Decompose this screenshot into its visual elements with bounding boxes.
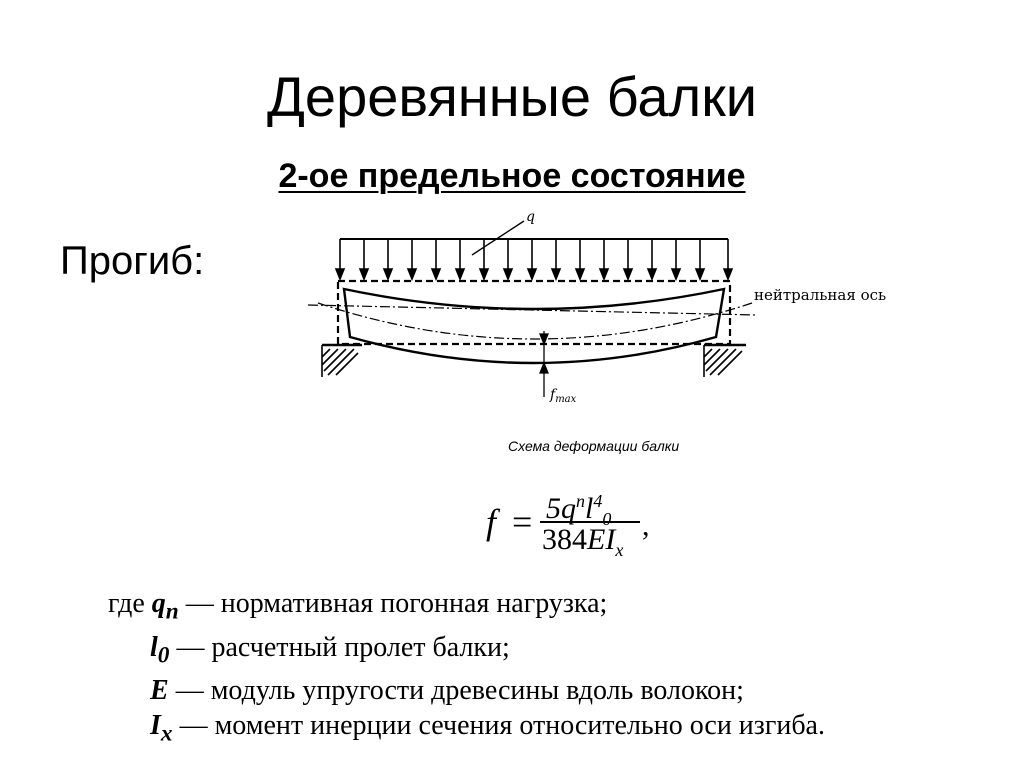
load-arrow — [502, 239, 514, 282]
load-arrow — [670, 239, 682, 282]
legend-item-qn: где qn — нормативная погонная нагрузка; — [108, 588, 608, 625]
load-label: q — [526, 209, 535, 225]
neutral-axis-label: нейтральная ось — [754, 286, 886, 304]
load-arrow — [334, 239, 346, 282]
load-arrow — [430, 239, 442, 282]
neutral-axis-curved — [317, 302, 753, 340]
load-arrow — [722, 239, 734, 282]
legend-item-ix: Ix — момент инерции сечения относительно… — [150, 710, 825, 747]
beam-deformation-diagram: q нейтральная ось fmax — [307, 209, 886, 405]
load-arrows — [334, 239, 734, 282]
load-arrow — [694, 239, 706, 282]
fmax-label: fmax — [549, 387, 577, 405]
deflection-label: Прогиб: — [60, 239, 205, 283]
load-arrow — [406, 239, 418, 282]
load-arrow — [478, 239, 490, 282]
slide-subtitle: 2-ое предельное состояние — [0, 154, 1024, 198]
load-leader — [471, 220, 525, 256]
left-support — [321, 343, 362, 377]
load-arrow — [574, 239, 586, 282]
formula-comma: , — [642, 509, 650, 542]
slide-title: Деревянные балки — [267, 65, 757, 128]
diagram-caption: Схема деформации балки — [508, 438, 680, 454]
formula-equals: = — [512, 502, 533, 542]
fmax-dimension — [539, 331, 549, 397]
formula-fraction-bar — [540, 521, 640, 523]
formula-legend: где qn — нормативная погонная нагрузка; … — [108, 586, 825, 752]
load-arrow — [526, 239, 538, 282]
load-arrow — [358, 239, 370, 282]
undeformed-beam — [336, 279, 732, 346]
legend-item-l0: l0 — расчетный пролет балки; — [150, 631, 510, 669]
load-arrow — [382, 239, 394, 282]
neutral-axis-straight — [307, 304, 757, 316]
load-arrow — [550, 239, 562, 282]
formula-denominator: 384EIx — [542, 523, 624, 560]
subtitle-text: 2-ое предельное состояние — [278, 157, 746, 195]
load-arrow — [598, 239, 610, 282]
load-arrow — [454, 239, 466, 282]
deflection-formula: f = 5qnl40 384EIx , — [478, 487, 678, 567]
legend-item-e: E — модуль упругости древесины вдоль вол… — [150, 675, 744, 707]
load-arrow — [622, 239, 634, 282]
load-arrow — [646, 239, 658, 282]
deformed-beam — [342, 287, 726, 365]
right-support — [703, 343, 746, 377]
formula-numerator: 5qnl40 — [546, 491, 612, 529]
formula-lhs: f — [486, 502, 497, 542]
